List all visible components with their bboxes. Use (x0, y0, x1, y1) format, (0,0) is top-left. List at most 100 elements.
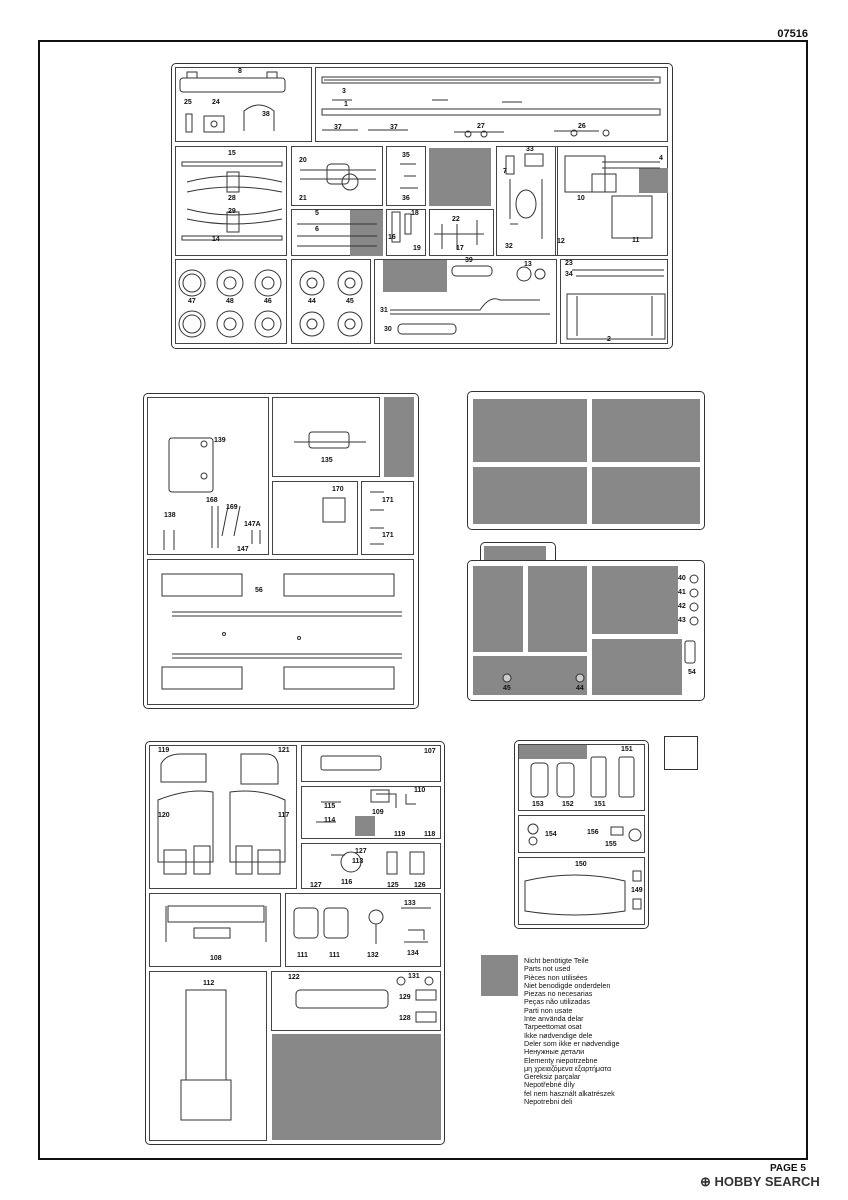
part-number: 147 (237, 546, 249, 553)
cell-panel-170 (272, 481, 358, 555)
unused-part (429, 148, 491, 206)
sprue-lights-tab (480, 542, 556, 564)
part-number: 31 (380, 307, 388, 314)
part-number: 118 (424, 831, 436, 838)
part-number: 18 (411, 210, 419, 217)
cell-wheels-small (291, 259, 371, 344)
part-number: 15 (228, 150, 236, 157)
part-number: 153 (532, 801, 544, 808)
cell-windshield (518, 857, 645, 925)
cell-levers (386, 209, 426, 256)
cab-parts-drawing (157, 753, 437, 1121)
cell-tank-parts (555, 146, 668, 256)
part-number: 4 (659, 155, 663, 162)
unused-part (473, 566, 523, 652)
part-number: 47 (188, 298, 196, 305)
part-number: 132 (367, 952, 379, 959)
catalog-number: 07516 (777, 28, 808, 40)
part-number: 40 (678, 575, 686, 582)
part-number: 126 (414, 882, 426, 889)
part-number: 112 (203, 980, 215, 987)
part-number: 151 (621, 746, 633, 753)
cell-seats (285, 893, 441, 967)
part-number: 7 (503, 168, 507, 175)
sprue-floor: 139 135 170 171 171 138 168 169 147A 147… (143, 393, 419, 709)
part-number: 111 (297, 952, 308, 959)
cell-front-axle (496, 146, 558, 256)
part-number: 30 (384, 326, 392, 333)
part-number: 25 (184, 99, 192, 106)
page-number: PAGE 5 (770, 1163, 806, 1174)
cell-cab-sides (149, 745, 297, 889)
part-number: 26 (578, 123, 586, 130)
part-number: 28 (228, 195, 236, 202)
part-number: 169 (226, 504, 238, 511)
part-number: 150 (575, 861, 587, 868)
part-number: 13 (524, 261, 532, 268)
part-number: 43 (678, 617, 686, 624)
unused-part (272, 1034, 441, 1140)
sprue-lights: 40 41 42 43 54 45 44 (467, 560, 705, 701)
part-number: 171 (382, 532, 394, 539)
cell-108 (149, 893, 281, 967)
part-number: 8 (238, 68, 242, 75)
part-number: 46 (264, 298, 272, 305)
part-number: 2 (607, 336, 611, 343)
unused-part (639, 168, 668, 193)
part-number: 138 (164, 512, 176, 519)
part-number: 10 (577, 195, 585, 202)
part-number: 147A (244, 521, 261, 528)
part-number: 29 (228, 208, 236, 215)
cell-112 (149, 971, 267, 1141)
cell-crossmember (560, 259, 668, 344)
cell-springs (175, 146, 287, 256)
sprue-clear: 151 153 152 151 154 156 155 150 149 (514, 740, 649, 929)
chassis-parts-drawing (178, 71, 666, 340)
floor-parts-drawing (161, 431, 402, 690)
part-number: 168 (206, 497, 218, 504)
sprue-chassis: 8 25 24 38 3 1 37 37 27 26 15 28 29 14 2… (171, 63, 673, 349)
part-number: 170 (332, 486, 344, 493)
unused-part (350, 210, 383, 256)
part-number: 117 (278, 812, 290, 819)
part-number: 33 (526, 146, 534, 153)
part-number: 119 (394, 831, 406, 838)
part-number: 171 (382, 497, 394, 504)
part-number: 44 (576, 685, 584, 692)
part-number: 121 (278, 747, 290, 754)
part-number: 109 (372, 809, 384, 816)
unused-part (592, 399, 700, 462)
part-number: 56 (255, 587, 263, 594)
clear-parts-drawing (524, 756, 642, 916)
part-number: 12 (557, 238, 565, 245)
part-number: 119 (158, 747, 170, 754)
unused-part (384, 397, 414, 477)
part-number: 139 (214, 437, 226, 444)
part-number: 110 (414, 787, 426, 794)
part-number: 6 (315, 226, 319, 233)
part-number: 17 (456, 245, 464, 252)
part-number: 32 (505, 243, 513, 250)
cell-panel-139 (147, 397, 269, 555)
part-number: 45 (503, 685, 511, 692)
unused-part (473, 656, 587, 695)
part-number: 11 (632, 237, 640, 244)
part-number: 155 (605, 841, 617, 848)
cell-brackets (386, 146, 426, 206)
part-number: 3 (342, 88, 346, 95)
wheel-group (178, 269, 363, 338)
part-number: 21 (299, 195, 307, 202)
part-number: 125 (387, 882, 399, 889)
part-number: 108 (210, 955, 222, 962)
cell-axle (291, 146, 383, 206)
part-number: 120 (158, 812, 170, 819)
part-number: 19 (413, 245, 421, 252)
unused-part (519, 745, 587, 759)
part-number: 152 (562, 801, 574, 808)
cell-panel-171 (361, 481, 414, 555)
part-number: 127 (310, 882, 322, 889)
part-number: 24 (212, 99, 220, 106)
cell-113 (301, 843, 441, 889)
part-number: 111 (329, 952, 340, 959)
page-frame (38, 40, 808, 1160)
